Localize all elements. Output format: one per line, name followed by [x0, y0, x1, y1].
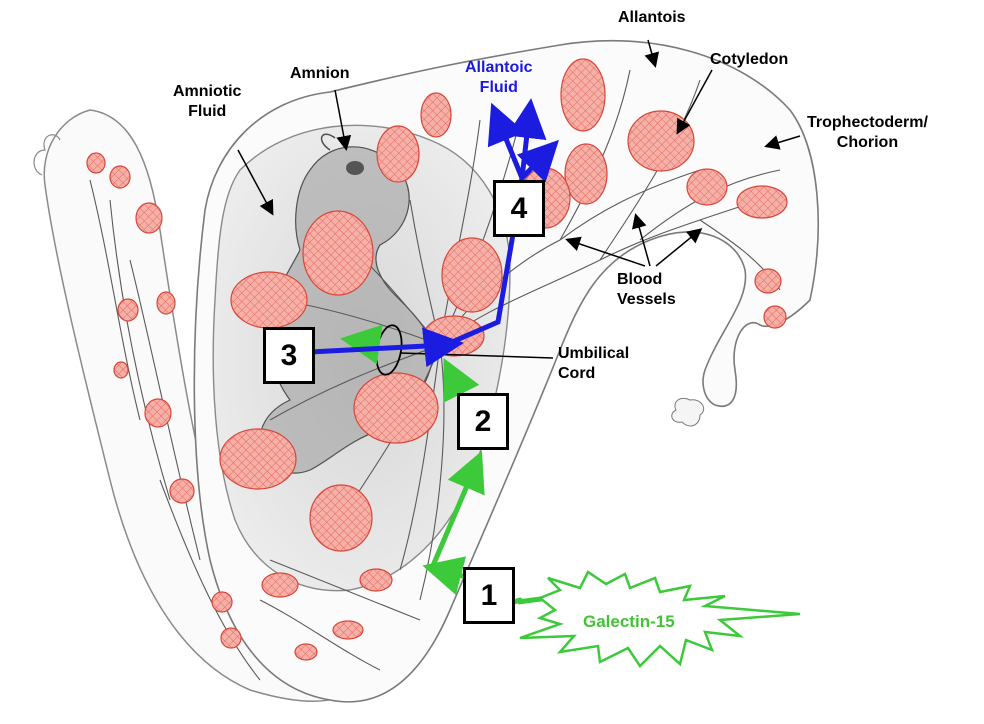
fetus-eye	[346, 161, 364, 175]
label-allantois: Allantois	[618, 8, 686, 28]
label-trophectoderm-chorion: Trophectoderm/ Chorion	[807, 113, 928, 153]
label-allantoic-fluid: Allantoic Fluid	[465, 58, 533, 98]
step-box-3: 3	[263, 327, 315, 384]
label-galectin-15: Galectin-15	[583, 612, 675, 632]
step-box-1: 1	[463, 567, 515, 624]
label-amniotic-fluid: Amniotic Fluid	[173, 82, 241, 122]
step-box-4: 4	[493, 180, 545, 237]
step-box-2: 2	[457, 393, 509, 450]
label-amnion: Amnion	[290, 64, 350, 84]
label-umbilical-cord: Umbilical Cord	[558, 344, 629, 384]
label-cotyledon: Cotyledon	[710, 50, 788, 70]
conceptus-remnant	[672, 398, 704, 426]
label-blood-vessels: Blood Vessels	[617, 270, 676, 310]
